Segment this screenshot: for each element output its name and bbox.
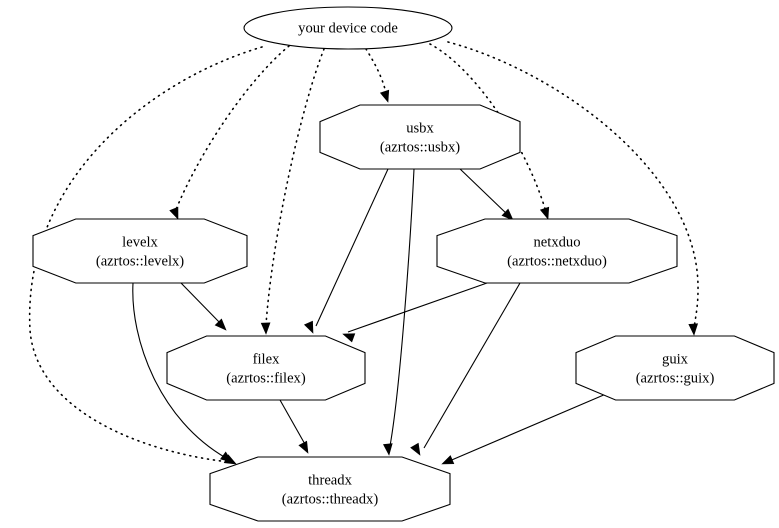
node-netxduo[interactable]: netxduo(azrtos::netxduo) [436,218,678,284]
arrowhead-netxduo-threadx [410,442,421,456]
arrowhead-triangle [298,440,309,454]
node-levelx-label-line1: levelx [122,234,158,250]
edge-levelx-to-filex [180,282,223,326]
arrowhead-levelx-threadx [220,451,233,463]
node-filex-label-line2: (azrtos::filex) [226,370,306,386]
arrowhead-device-filex [260,322,271,335]
arrowhead-triangle [688,323,699,336]
node-filex-label-line1: filex [253,351,280,367]
edge-filex-to-threadx [279,399,307,447]
node-device-ellipse[interactable] [243,6,453,50]
arrowhead-triangle [383,443,393,456]
node-filex-octagon[interactable] [166,335,366,401]
arrowhead-device-usbx [379,89,390,103]
node-threadx-octagon[interactable] [209,456,451,522]
node-device-label-line1: your device code [298,20,398,36]
arrowhead-guix-threadx [441,455,455,465]
edge-netxduo-to-threadx [423,282,521,449]
arrowhead-triangle [379,89,390,103]
arrowhead-triangle [410,442,421,456]
node-threadx[interactable]: threadx(azrtos::threadx) [209,456,451,522]
node-usbx[interactable]: usbx(azrtos::usbx) [319,104,521,170]
arrowhead-netxduo-filex [342,333,356,343]
arrowhead-triangle [260,322,271,335]
node-usbx-octagon[interactable] [319,104,521,170]
node-levelx-label-line2: (azrtos::levelx) [96,253,184,269]
edge-usbx-to-threadx [389,168,415,447]
arrowhead-usbx-filex [303,320,314,334]
node-netxduo-octagon[interactable] [436,218,678,284]
node-netxduo-label-line2: (azrtos::netxduo) [507,253,607,269]
arrowhead-filex-threadx [298,440,309,454]
edge-device-to-threadx [28,46,263,463]
arrowhead-device-guix [688,323,699,336]
arrowhead-triangle [169,206,179,220]
arrowhead-triangle [342,333,356,343]
node-guix-octagon[interactable] [575,335,775,401]
edge-levelx-to-threadx [132,282,227,459]
node-threadx-label-line1: threadx [308,472,352,488]
node-levelx-octagon[interactable] [32,218,248,284]
arrowhead-usbx-threadx [383,443,393,456]
arrowhead-device-levelx [169,206,179,220]
arrowhead-triangle [441,455,455,465]
arrowhead-device-netxduo [539,206,550,220]
edge-usbx-to-filex [315,168,389,327]
arrowhead-triangle [303,320,314,334]
node-usbx-label-line2: (azrtos::usbx) [380,139,460,155]
arrowheads-layer [169,89,699,465]
arrowhead-levelx-filex [214,318,227,331]
node-threadx-label-line2: (azrtos::threadx) [282,491,379,507]
arrowhead-triangle [220,451,233,463]
node-guix-label-line2: (azrtos::guix) [636,370,715,386]
node-guix[interactable]: guix(azrtos::guix) [575,335,775,401]
edge-device-to-filex [265,48,325,326]
arrowhead-triangle [501,208,514,221]
edge-netxduo-to-filex [347,282,488,333]
arrowhead-triangle [539,206,550,220]
node-guix-label-line1: guix [662,351,689,367]
node-device[interactable]: your device code [243,6,453,50]
arrowhead-triangle [214,318,227,331]
node-levelx[interactable]: levelx(azrtos::levelx) [32,218,248,284]
node-filex[interactable]: filex(azrtos::filex) [166,335,366,401]
edge-guix-to-threadx [446,390,614,463]
arrowhead-usbx-netxduo [501,208,514,221]
edge-device-to-usbx [365,48,387,94]
node-netxduo-label-line1: netxduo [533,234,580,250]
edge-usbx-to-netxduo [457,166,510,217]
edge-device-to-guix [447,41,699,329]
edge-device-to-levelx [174,45,290,213]
nodes-layer: your device codeusbx(azrtos::usbx)levelx… [32,6,775,522]
edges-layer [28,41,699,463]
node-usbx-label-line1: usbx [406,120,434,136]
